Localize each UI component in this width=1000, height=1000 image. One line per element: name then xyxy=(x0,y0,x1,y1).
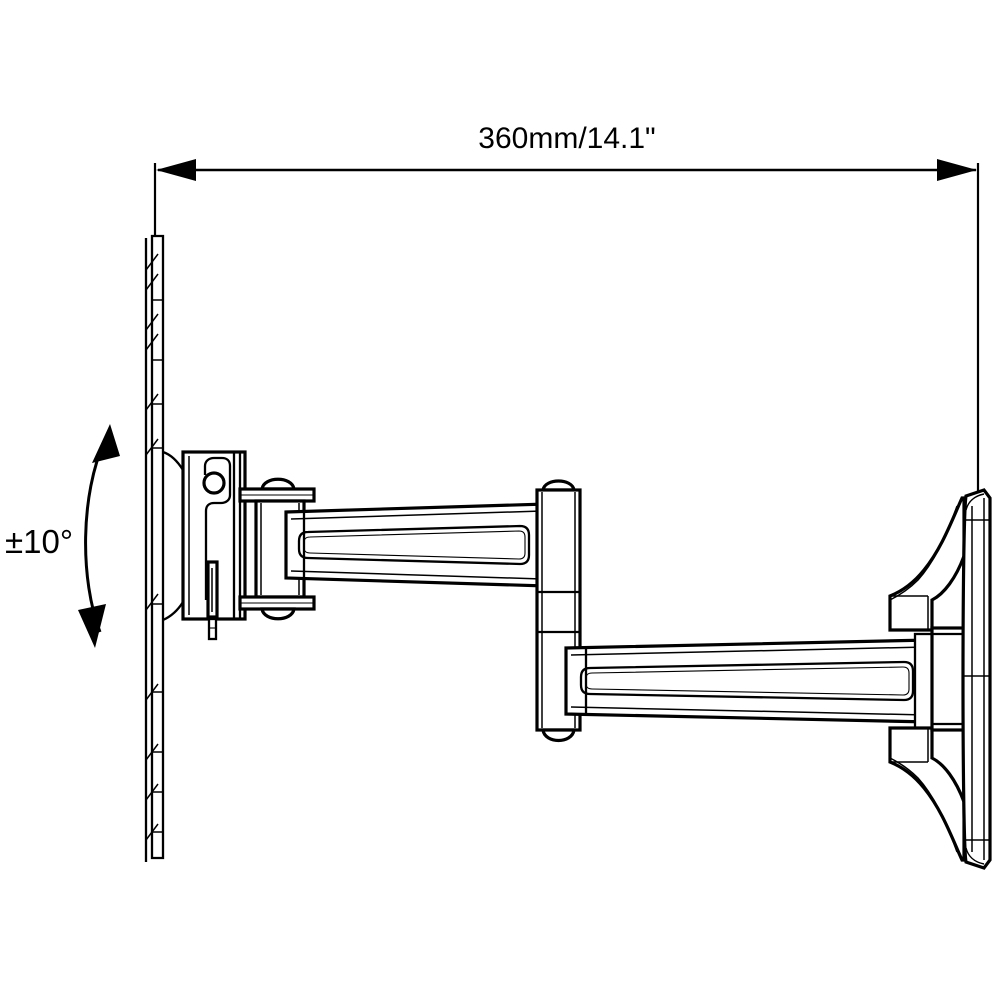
width-dimension-label: 360mm/14.1" xyxy=(478,122,655,155)
wall-plate-hatch-marks xyxy=(145,253,163,841)
tilt-angle-group xyxy=(78,424,120,648)
tv-bracket-hub xyxy=(930,626,966,732)
wall-plate-lower-fillet xyxy=(162,601,184,622)
arm-lower-end-collar xyxy=(913,632,935,730)
tilt-arc-path xyxy=(84,439,107,633)
extension-arm-lower-group xyxy=(564,632,935,730)
tv-bracket-backplate xyxy=(961,488,992,870)
backplate-chamfer-bottom xyxy=(965,847,985,865)
hatch-tick xyxy=(145,313,159,351)
bracket-slot-tail xyxy=(207,617,218,641)
arm-lower-top-edge xyxy=(570,646,927,656)
tilt-arrow-down-icon xyxy=(78,604,106,648)
wall-plate-body xyxy=(150,234,165,860)
width-dimension-group xyxy=(153,159,980,492)
dimension-arrow-right-icon xyxy=(937,159,977,181)
arm-lower-bottom-edge xyxy=(570,706,927,716)
arm-upper-bottom-edge xyxy=(290,570,543,580)
tv-bracket-wing-bottom-inner-edge xyxy=(889,757,958,853)
tilt-arrow-up-icon xyxy=(92,424,120,463)
tv-bracket-group xyxy=(888,488,992,870)
hatch-tick xyxy=(145,593,159,611)
wall-plate-group xyxy=(144,234,184,862)
elbow-cap-bottom-icon xyxy=(541,728,576,743)
arm-upper-top-edge xyxy=(290,510,543,520)
wall-bracket-group xyxy=(181,450,247,641)
wall-plate-upper-fillet xyxy=(162,450,184,471)
hinge-cap-bottom-icon xyxy=(260,607,296,621)
tv-bracket-wing-top-inner-edge xyxy=(889,505,958,601)
bracket-pivot-hole-icon xyxy=(202,471,226,495)
extension-arm-upper-group xyxy=(284,502,548,588)
tilt-angle-label: ±10° xyxy=(5,523,73,560)
backplate-chamfer-top xyxy=(965,493,985,511)
hatch-tick xyxy=(145,253,159,291)
hatch-tick xyxy=(145,438,159,456)
dimension-arrow-left-icon xyxy=(156,159,196,181)
hatch-tick xyxy=(145,393,159,411)
